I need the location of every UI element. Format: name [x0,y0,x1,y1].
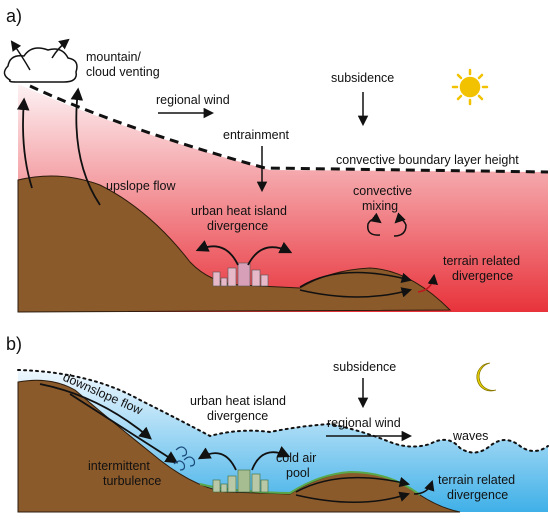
downslope-arrow-2 [69,393,179,464]
convective-swirl-right [393,212,407,237]
terrain-flow-arrow-bottom [299,287,413,298]
terrain-flow-arrow-top [299,271,413,288]
label-upslope-flow: upslope flow [106,179,176,193]
city-buildings [212,262,269,287]
terrain-divergence-arrow [417,273,439,293]
label-terrain-a-1: terrain related [443,254,520,268]
uhi-divergence-arrow-left [195,240,239,266]
venting-arrow-left [10,40,31,71]
label-subsidence-b: subsidence [333,360,396,374]
upslope-arrow-1 [16,97,33,189]
city-buildings-b [212,469,269,493]
label-waves: waves [452,429,488,443]
terrain-flow-arrow-bottom-b [295,491,410,503]
panel-a: a) [3,6,549,313]
label-cold-air-2: pool [286,466,310,480]
cbl-height-line [29,84,549,174]
label-entrainment: entrainment [223,128,290,142]
panel-b-letter: b) [6,334,22,354]
panel-a-letter: a) [6,6,22,26]
label-uhi-a-1: urban heat island [191,204,287,218]
label-mountain-venting-1: mountain/ [86,50,141,64]
terrain-mountain-b [17,379,461,513]
label-turbulence-1: intermittent [88,459,150,473]
label-uhi-b-2: divergence [207,409,268,423]
label-convective-1: convective [353,184,412,198]
uhi-divergence-arrow-left-b [197,447,237,471]
cloud-icon [3,47,78,83]
label-turbulence-2: turbulence [103,474,161,488]
label-uhi-a-2: divergence [207,219,268,233]
label-uhi-b-1: urban heat island [190,394,286,408]
label-convective-2: mixing [362,199,398,213]
label-terrain-b-2: divergence [447,488,508,502]
label-cold-air-1: cold air [276,451,316,465]
upslope-arrow-2 [70,87,101,206]
moon-icon [476,362,497,392]
turbulence-icon [173,446,196,471]
label-cbl-height: convective boundary layer height [336,153,519,167]
downslope-arrow-1 [39,383,152,440]
label-regional-wind-a: regional wind [156,93,230,107]
terrain-divergence-arrow-b [413,480,435,495]
label-mountain-venting-2: cloud venting [86,65,160,79]
label-subsidence-a: subsidence [331,71,394,85]
panel-b: b) [6,334,549,513]
label-terrain-b-1: terrain related [438,473,515,487]
venting-arrow-right [51,38,70,59]
label-regional-wind-b: regional wind [327,416,401,430]
terrain-flow-arrow-top-b [295,476,411,493]
uhi-divergence-arrow-right-b [251,446,291,471]
layer-top-dotted-line [17,369,549,454]
label-terrain-a-2: divergence [452,269,513,283]
sun-icon [451,68,489,106]
uhi-divergence-arrow-right [247,241,293,266]
convective-swirl-left [367,212,382,236]
